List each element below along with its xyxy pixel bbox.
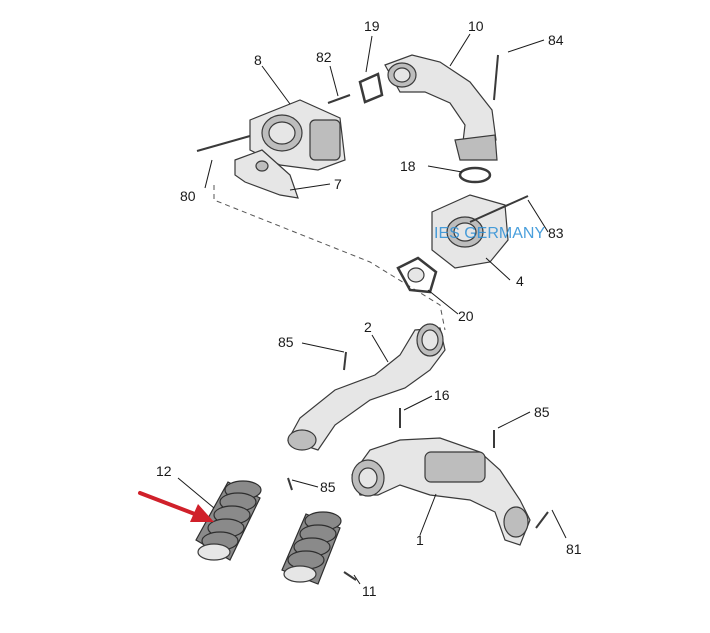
callout-85-upper: 85 bbox=[278, 334, 294, 350]
callout-11: 11 bbox=[362, 583, 377, 599]
part-83-bolt bbox=[469, 195, 529, 223]
part-84-bolt bbox=[493, 54, 499, 101]
callout-2: 2 bbox=[364, 319, 372, 335]
callout-18: 18 bbox=[400, 158, 416, 174]
part-85-bolt-lower bbox=[287, 477, 293, 491]
callout-4: 4 bbox=[516, 273, 524, 289]
red-pointer-arrow bbox=[138, 491, 214, 522]
callout-82: 82 bbox=[316, 49, 332, 65]
part-11-corrugated-hose bbox=[281, 511, 342, 585]
part-20-gasket bbox=[396, 256, 438, 294]
callout-10: 10 bbox=[468, 18, 484, 34]
part-1-charge-air-duct bbox=[351, 437, 531, 546]
part-85-bolt-upper bbox=[343, 351, 347, 371]
assembly-path-dashed bbox=[213, 185, 446, 331]
leader-lines bbox=[177, 33, 567, 585]
callout-16: 16 bbox=[434, 387, 450, 403]
callout-80: 80 bbox=[180, 188, 196, 204]
callout-85-lower: 85 bbox=[320, 479, 336, 495]
part-19-gasket bbox=[358, 72, 384, 104]
callout-84: 84 bbox=[548, 32, 564, 48]
part-18-o-ring bbox=[458, 166, 492, 184]
part-81-bolt bbox=[535, 511, 549, 529]
part-82-bolt bbox=[327, 94, 351, 104]
callout-81: 81 bbox=[566, 541, 582, 557]
part-7-bracket bbox=[234, 149, 299, 199]
callout-83: 83 bbox=[548, 225, 564, 241]
callout-19: 19 bbox=[364, 18, 380, 34]
callout-7: 7 bbox=[334, 176, 342, 192]
callout-8: 8 bbox=[254, 52, 262, 68]
part-2-intake-tube bbox=[287, 323, 446, 451]
part-10-elbow-pipe bbox=[384, 54, 498, 161]
callout-85-right: 85 bbox=[534, 404, 550, 420]
callout-12: 12 bbox=[156, 463, 172, 479]
callout-20: 20 bbox=[458, 308, 474, 324]
part-8-throttle-body bbox=[196, 99, 346, 171]
callout-1: 1 bbox=[416, 532, 424, 548]
part-11-clip bbox=[343, 571, 357, 581]
part-12-corrugated-hose bbox=[195, 480, 262, 561]
watermark-text: IES GERMANY bbox=[434, 225, 545, 242]
